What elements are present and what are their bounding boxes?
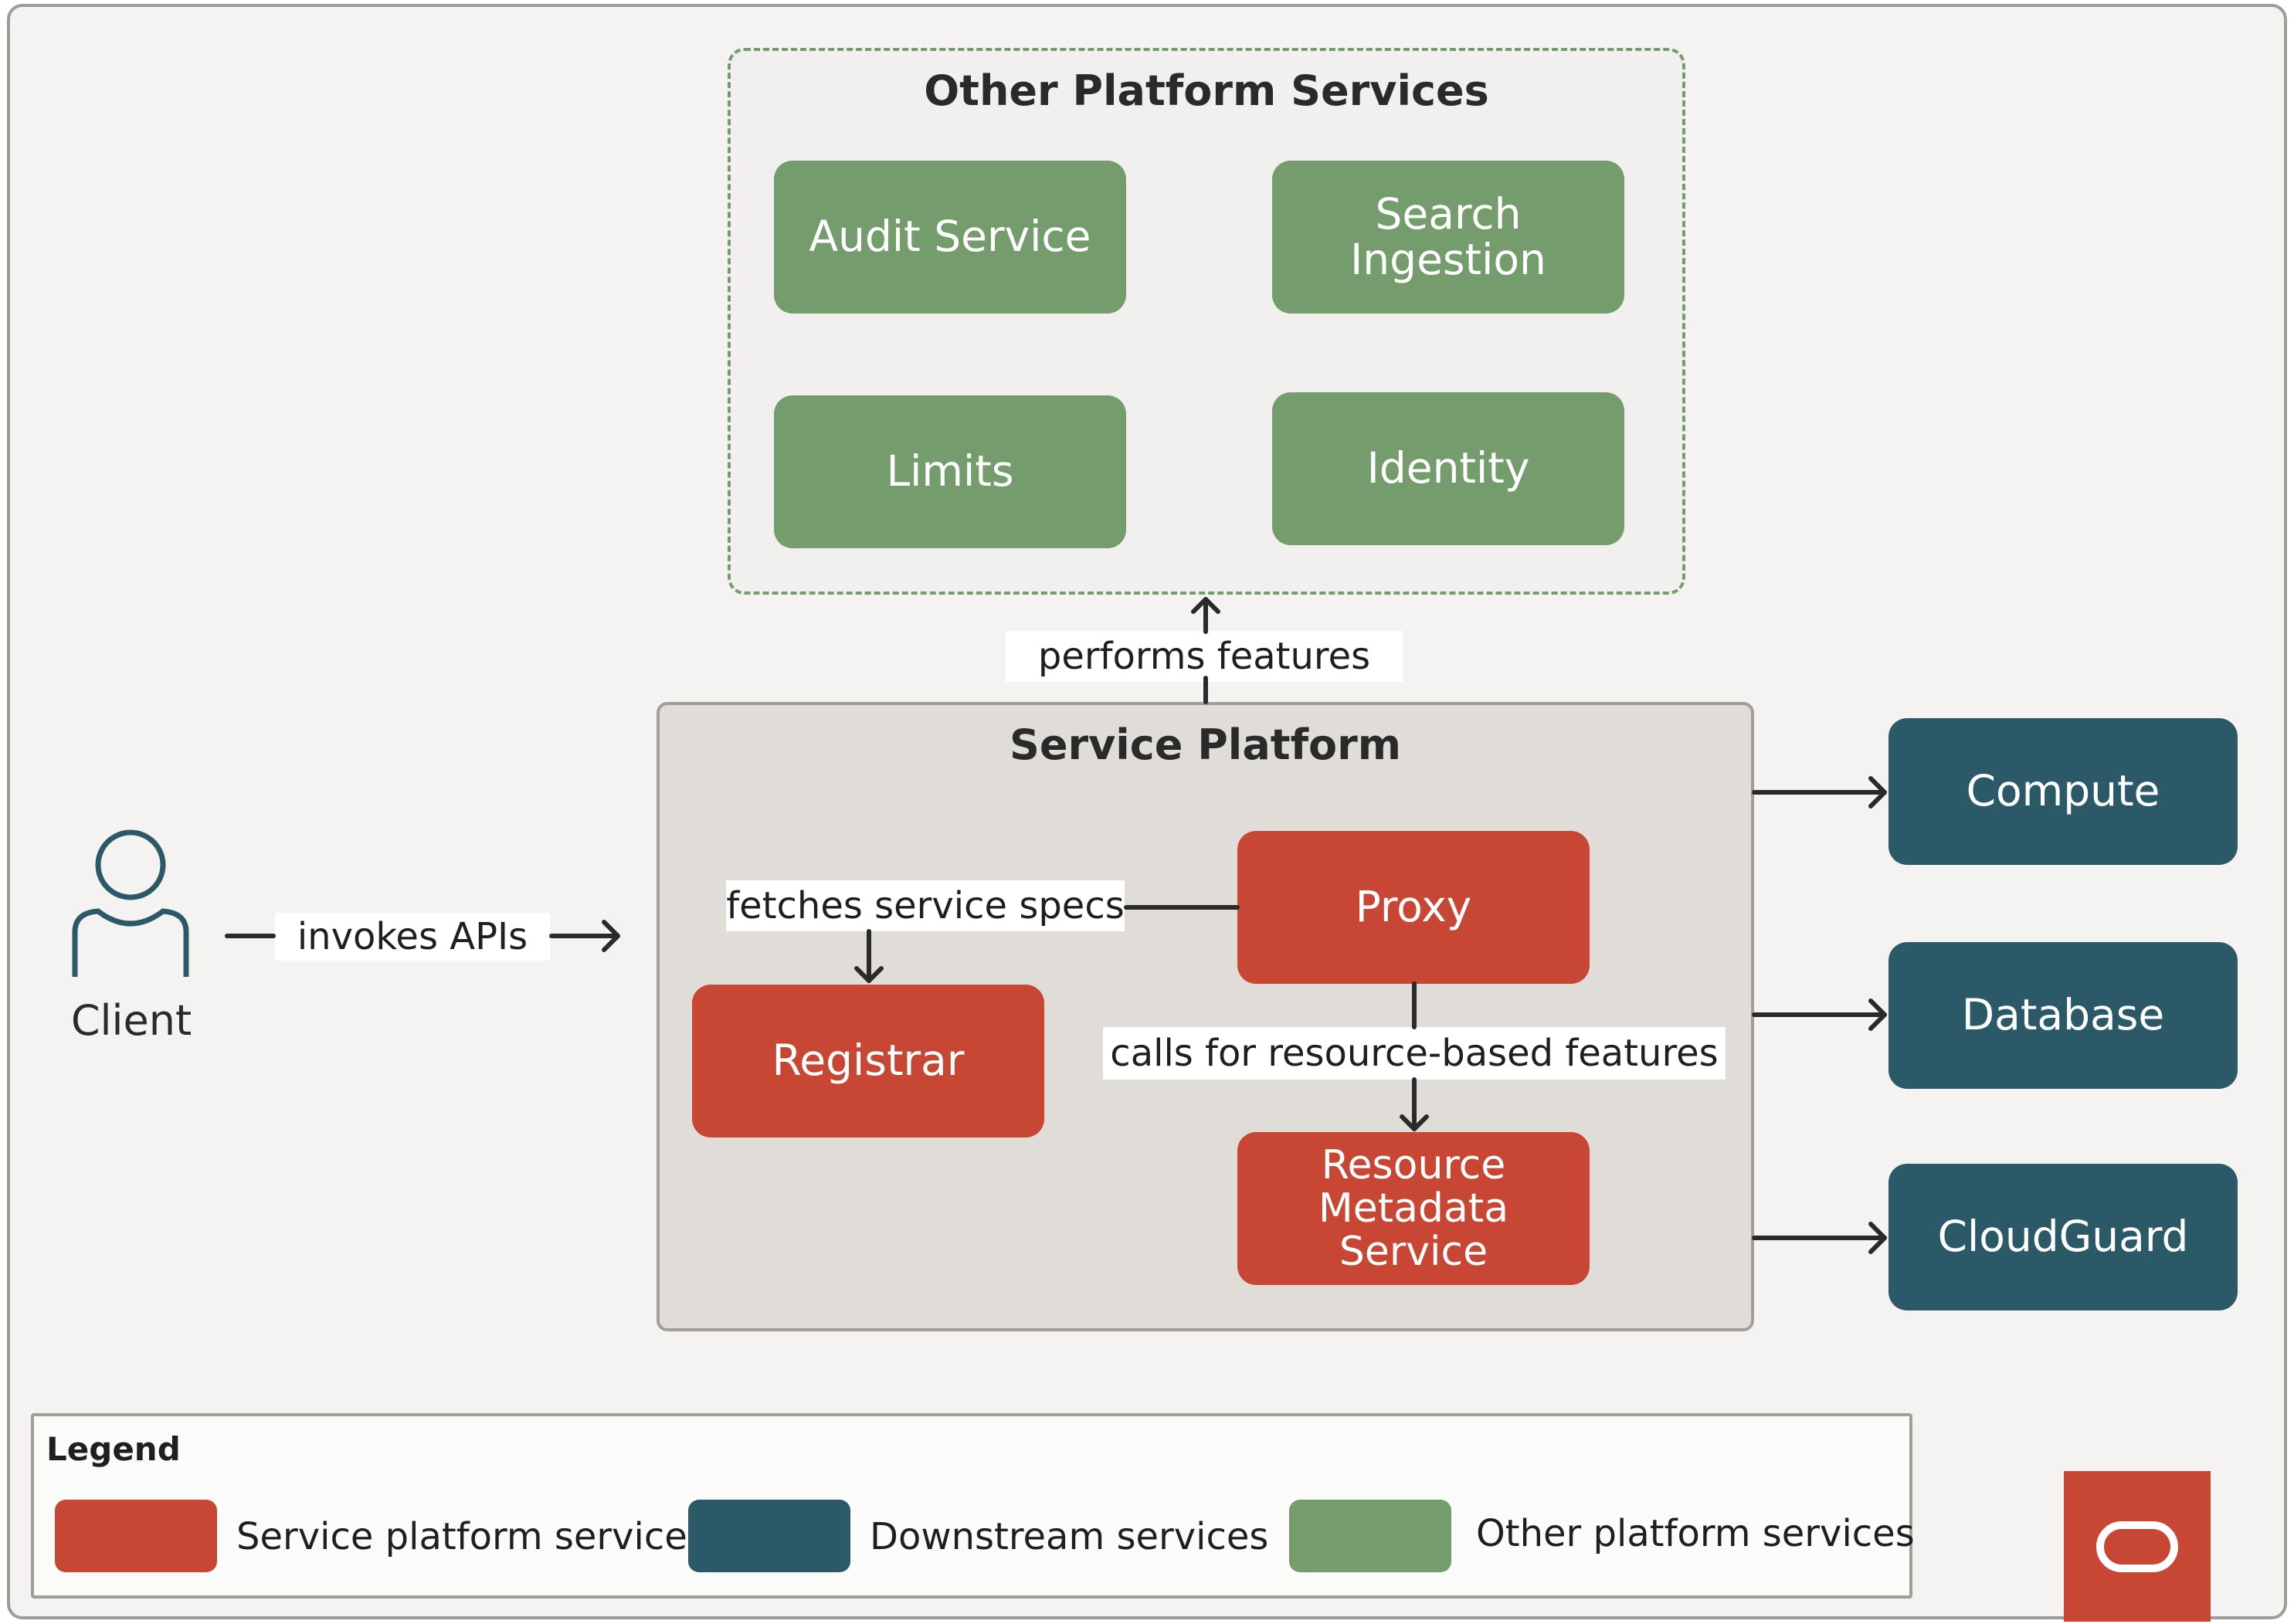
other-platform-services-title: Other Platform Services	[924, 66, 1489, 115]
database-arrowhead	[1868, 998, 1887, 1031]
invokes-arrowhead	[602, 920, 620, 952]
performs-arrowhead	[1191, 597, 1220, 614]
calls-resource-features-label: calls for resource-based features	[1103, 1027, 1726, 1080]
search-ingestion-node: Search Ingestion	[1272, 161, 1624, 314]
registrar-node: Registrar	[692, 985, 1044, 1137]
identity-node: Identity	[1272, 392, 1624, 545]
cloudguard-node: CloudGuard	[1888, 1164, 2238, 1310]
legend-label-service-platform: Service platform services	[236, 1515, 707, 1558]
proxy-node: Proxy	[1237, 831, 1590, 984]
database-node: Database	[1888, 942, 2238, 1089]
resource-metadata-service-node: Resource Metadata Service	[1237, 1132, 1590, 1285]
legend-swatch-service-platform	[55, 1500, 217, 1572]
oracle-logo	[2064, 1471, 2211, 1622]
service-platform-title: Service Platform	[1009, 720, 1402, 769]
cloudguard-arrowhead	[1868, 1222, 1887, 1254]
audit-service-node: Audit Service	[774, 161, 1126, 314]
fetches-arrowhead	[854, 966, 884, 983]
performs-features-label: performs features	[1006, 631, 1403, 682]
legend: Legend Service platform services Downstr…	[31, 1413, 1915, 1599]
invokes-apis-label: invokes APIs	[275, 913, 550, 961]
legend-label-downstream: Downstream services	[870, 1515, 1269, 1558]
limits-node: Limits	[774, 395, 1126, 548]
legend-swatch-downstream	[688, 1500, 850, 1572]
legend-title: Legend	[46, 1430, 181, 1468]
person-icon	[72, 829, 189, 977]
oracle-logo-mark	[2096, 1521, 2178, 1572]
legend-label-other-platform: Other platform services	[1476, 1512, 1915, 1555]
client-label: Client	[70, 996, 192, 1045]
calls-arrowhead	[1400, 1114, 1429, 1131]
compute-arrowhead	[1868, 776, 1887, 809]
legend-swatch-other-platform	[1289, 1500, 1451, 1572]
compute-node: Compute	[1888, 718, 2238, 865]
fetches-service-specs-label: fetches service specs	[726, 880, 1125, 931]
